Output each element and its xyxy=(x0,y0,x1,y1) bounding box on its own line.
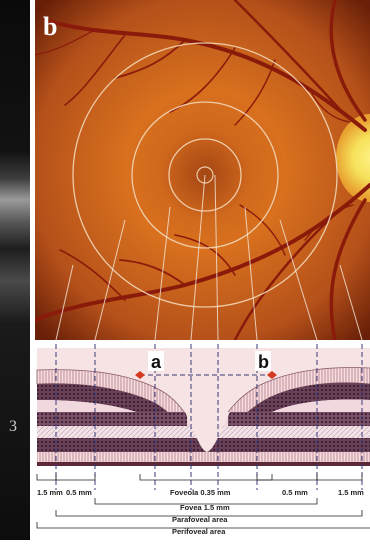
photoreceptor-layer xyxy=(37,452,370,462)
parafoveal-region-label: Parafoveal area xyxy=(172,515,228,524)
marker-a-label: a xyxy=(151,352,162,372)
left-outer-measure: 1.5 mm xyxy=(37,488,63,497)
perifoveal-region-label: Perifoveal area xyxy=(172,527,226,536)
inner-nuclear-layer-right xyxy=(228,412,370,426)
foveola-measure: Foveola 0.35 mm xyxy=(170,488,231,497)
fovea-region-label: Fovea 1.5 mm xyxy=(180,503,230,512)
inner-nuclear-layer-left xyxy=(37,412,187,426)
retinal-cross-section: a b 1.5 mm 0.5 mm Foveola 0.35 mm 0.5 mm… xyxy=(0,340,370,545)
cross-section-svg: a b 1.5 mm 0.5 mm Foveola 0.35 mm 0.5 mm… xyxy=(0,340,370,540)
retinal-pigment-epithelium xyxy=(37,462,370,466)
right-inner-measure: 0.5 mm xyxy=(282,488,308,497)
right-outer-measure: 1.5 mm xyxy=(338,488,364,497)
left-inner-measure: 0.5 mm xyxy=(66,488,92,497)
marker-b-label: b xyxy=(258,352,269,372)
